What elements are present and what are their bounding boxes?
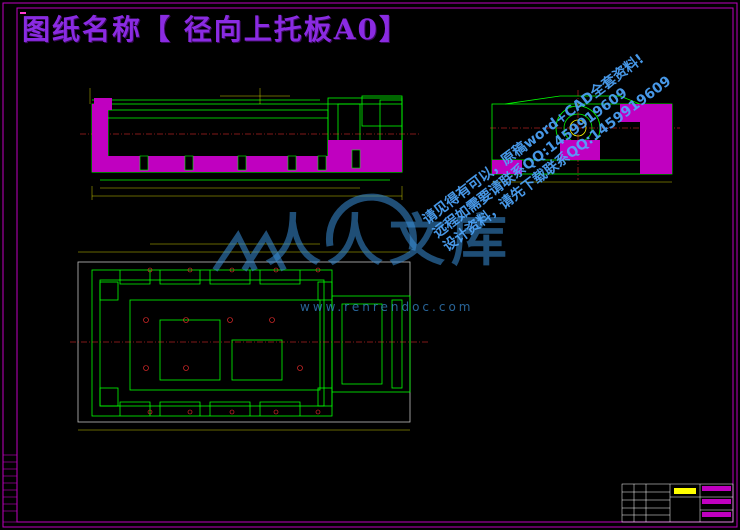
- title-block-fills: [674, 486, 731, 517]
- plan-view-holes: [143, 267, 321, 415]
- front-view-slots: [139, 149, 361, 171]
- drawing-title: 图纸名称【 径向上托板A0】: [22, 13, 409, 46]
- front-view-hatching: [92, 98, 402, 172]
- watermark-url: www.renrendoc.com: [300, 300, 474, 314]
- left-margin-table: [2, 454, 18, 523]
- plan-view: [70, 243, 430, 431]
- corner-stamp: [20, 12, 26, 14]
- watermark-logo: [212, 193, 417, 272]
- watermark-brand: 人人文库: [265, 208, 513, 274]
- title-block: [621, 483, 734, 523]
- inner-frame: [16, 7, 734, 523]
- side-view-hatching: [492, 104, 672, 174]
